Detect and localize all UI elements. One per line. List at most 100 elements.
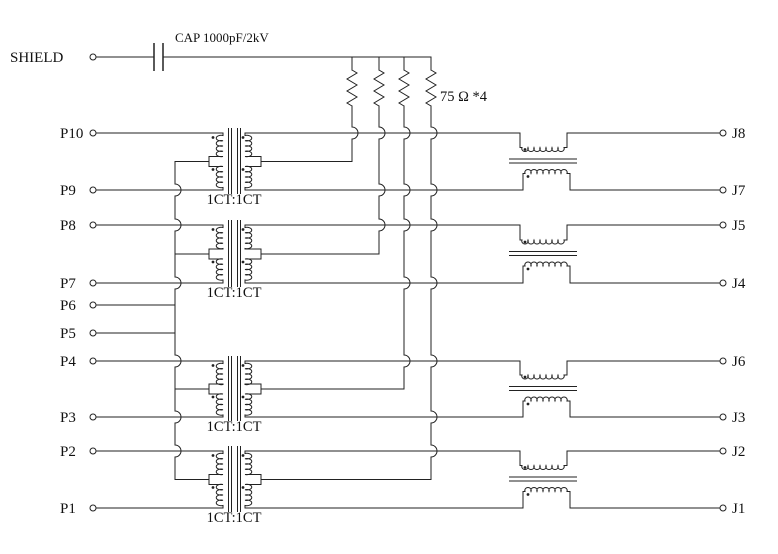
terminal-j4 <box>719 279 727 287</box>
wire-resistor1-to-t1-ct <box>260 105 359 162</box>
choke-3-top-winding <box>519 360 568 380</box>
transformer-2-label: 1CT:1CT <box>207 285 262 301</box>
transformer-1: 1CT:1CT <box>207 128 262 208</box>
label-j5: J5 <box>732 218 745 234</box>
labels: SHIELD P10 P9 P8 P7 P6 P5 P4 P3 P2 P1 J8… <box>10 30 746 517</box>
transformer-4-secondary-winding <box>244 450 262 509</box>
transformer-2: 1CT:1CT <box>207 220 262 301</box>
choke-4-bottom-winding <box>522 487 571 509</box>
label-j4: J4 <box>732 276 746 292</box>
shield-network <box>95 43 438 480</box>
choke-3 <box>509 360 577 418</box>
polarity-dot <box>211 260 215 264</box>
label-j6: J6 <box>732 354 746 370</box>
transformer-3-core <box>228 356 241 421</box>
transformer-4: 1CT:1CT <box>207 446 262 526</box>
choke-3-bottom-winding <box>522 396 571 418</box>
transformer-2-core <box>228 220 241 287</box>
polarity-dot <box>241 136 245 139</box>
label-resistor-bank: 75 Ω *4 <box>440 89 488 105</box>
label-p4: P4 <box>60 354 76 370</box>
polarity-dot <box>523 375 527 379</box>
transformer-3-secondary-winding <box>244 360 262 418</box>
choke-1 <box>509 132 577 191</box>
terminal-p6 <box>89 301 97 309</box>
polarity-dot <box>211 486 215 489</box>
label-p10: P10 <box>60 126 83 142</box>
transformer-2-secondary-winding <box>244 224 262 284</box>
choke-1-top-winding <box>519 132 568 152</box>
terminal-j3 <box>719 413 727 421</box>
polarity-dot <box>211 136 215 139</box>
choke-2-bottom-winding <box>522 261 571 284</box>
label-p3: P3 <box>60 410 76 426</box>
capacitor <box>153 43 164 71</box>
label-p5: P5 <box>60 326 76 342</box>
label-j8: J8 <box>732 126 745 142</box>
label-shield: SHIELD <box>10 50 63 66</box>
choke-3-core <box>509 386 577 391</box>
polarity-dot <box>241 260 245 264</box>
polarity-dot <box>241 228 245 231</box>
polarity-dot <box>526 175 530 178</box>
primary-center-tap-rail <box>174 161 210 480</box>
transformer-1-core <box>228 128 241 194</box>
resistor-2 <box>373 69 385 107</box>
terminal-p8 <box>89 221 97 229</box>
left-terminal-pins <box>89 53 97 512</box>
resistor-1 <box>346 69 358 107</box>
polarity-dot <box>523 148 527 151</box>
polarity-dot <box>523 240 527 244</box>
resistor-4 <box>425 69 437 107</box>
label-j7: J7 <box>732 183 746 199</box>
wire-resistor3-to-t3-ct <box>260 105 411 390</box>
polarity-dot <box>211 395 215 399</box>
choke-2 <box>509 224 577 284</box>
choke-2-top-winding <box>519 224 568 245</box>
terminal-p2 <box>89 447 97 455</box>
terminal-j2 <box>719 447 727 455</box>
terminal-j8 <box>719 129 727 137</box>
wire-resistor2-to-t2-ct <box>260 105 386 255</box>
wire-ct-rail <box>174 161 210 480</box>
terminal-j5 <box>719 221 727 229</box>
polarity-dot <box>241 395 245 399</box>
label-p1: P1 <box>60 501 76 517</box>
polarity-dot <box>211 454 215 457</box>
polarity-dot <box>526 493 530 496</box>
polarity-dot <box>523 466 527 469</box>
choke-4-top-winding <box>519 450 568 470</box>
terminal-p9 <box>89 186 97 194</box>
terminal-p10 <box>89 129 97 137</box>
choke-4 <box>509 450 577 509</box>
right-terminal-pins <box>719 129 727 512</box>
terminal-p4 <box>89 357 97 365</box>
polarity-dot <box>241 454 245 457</box>
polarity-dot <box>211 168 215 171</box>
transformer-3-label: 1CT:1CT <box>207 419 262 435</box>
transformer-3-primary-winding <box>208 360 224 418</box>
polarity-dot <box>526 402 530 406</box>
polarity-dot <box>241 168 245 171</box>
terminal-shield <box>89 53 97 61</box>
transformer-4-label: 1CT:1CT <box>207 510 262 526</box>
label-p8: P8 <box>60 218 76 234</box>
label-p6: P6 <box>60 298 76 314</box>
secondary-row-wires <box>244 132 524 509</box>
label-p7: P7 <box>60 276 76 292</box>
transformer-1-primary-winding <box>208 132 224 191</box>
polarity-dot <box>241 486 245 489</box>
transformer-4-core <box>228 446 241 512</box>
label-p2: P2 <box>60 444 76 460</box>
choke-2-core <box>509 251 577 256</box>
polarity-dot <box>526 267 530 271</box>
terminal-j6 <box>719 357 727 365</box>
choke-1-core <box>509 158 577 164</box>
label-j3: J3 <box>732 410 745 426</box>
transformer-3: 1CT:1CT <box>207 356 262 435</box>
label-j1: J1 <box>732 501 745 517</box>
transformer-1-label: 1CT:1CT <box>207 192 262 208</box>
terminal-j1 <box>719 504 727 512</box>
